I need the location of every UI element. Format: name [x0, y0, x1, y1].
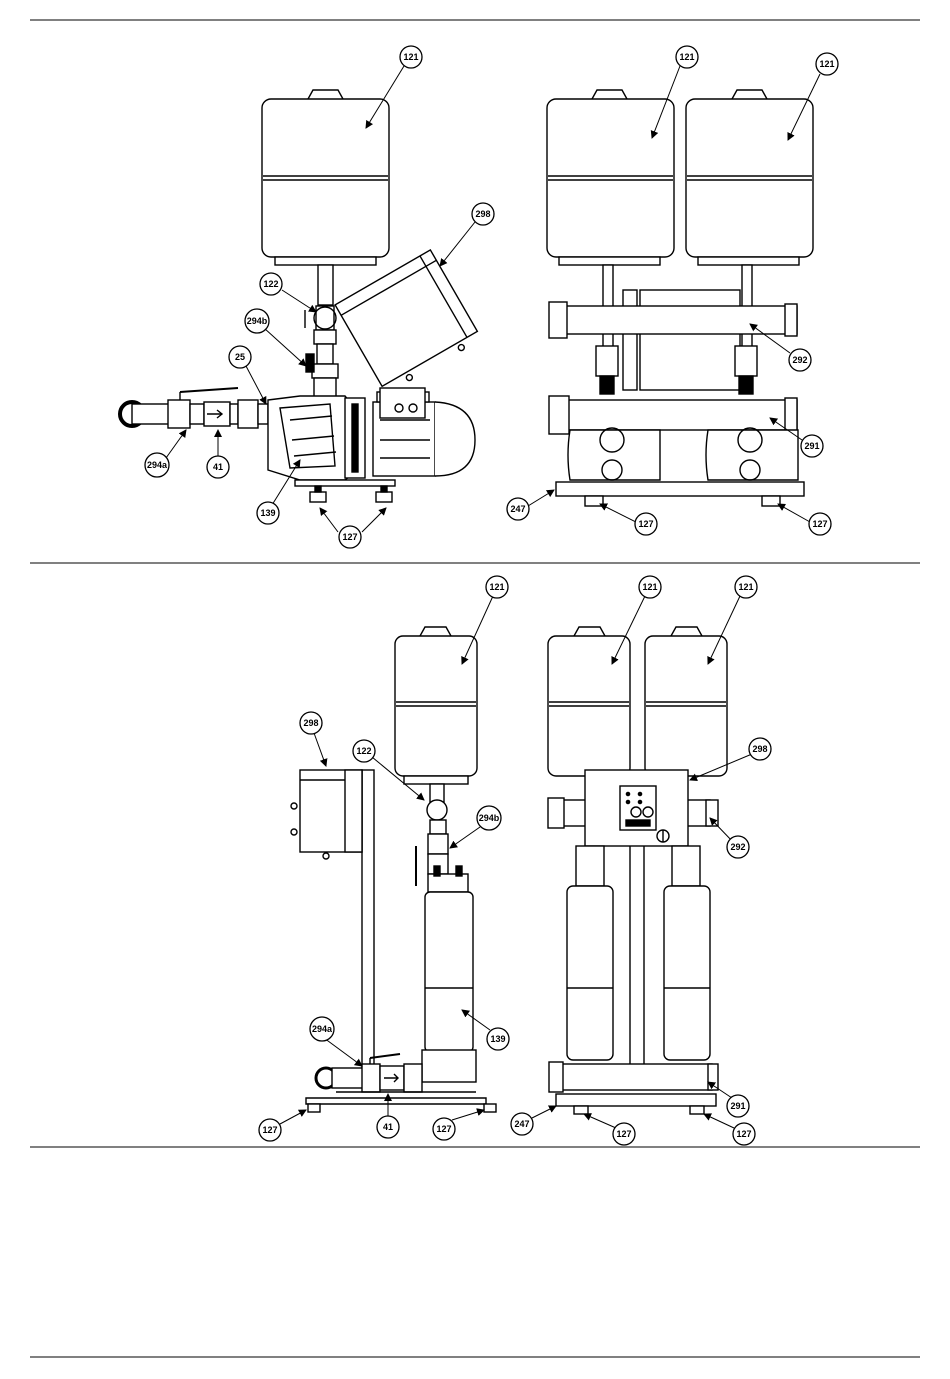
label-291-a: 291 — [804, 441, 819, 451]
label-298-a: 298 — [475, 209, 490, 219]
label-139-a: 139 — [260, 508, 275, 518]
label-298-left-b: 298 — [303, 718, 318, 728]
label-121-mid-a: 121 — [679, 52, 694, 62]
label-291-b: 291 — [730, 1101, 745, 1111]
label-247-b: 247 — [514, 1119, 529, 1129]
label-127-right-a: 127 — [812, 519, 827, 529]
label-121-left-a: 121 — [403, 52, 418, 62]
label-294a-b: 294a — [312, 1024, 333, 1034]
label-127-mid-b: 127 — [436, 1124, 451, 1134]
label-25-a: 25 — [235, 352, 245, 362]
label-41-b: 41 — [383, 1122, 393, 1132]
figure-a-twin-pump — [547, 90, 813, 506]
label-294a-a: 294a — [147, 460, 168, 470]
label-122-a: 122 — [263, 279, 278, 289]
label-121-right-b: 121 — [738, 582, 753, 592]
label-127-base2-b: 127 — [736, 1129, 751, 1139]
label-127-feet-a: 127 — [342, 532, 357, 542]
label-298-right-b: 298 — [752, 744, 767, 754]
label-121-left-b: 121 — [489, 582, 504, 592]
label-294b-a: 294b — [247, 316, 268, 326]
label-41-a: 41 — [213, 462, 223, 472]
label-121-right-a: 121 — [819, 59, 834, 69]
label-292-b: 292 — [730, 842, 745, 852]
figure-b-twin-pump — [548, 627, 727, 1114]
label-122-b: 122 — [356, 746, 371, 756]
label-127-base1-b: 127 — [616, 1129, 631, 1139]
label-121-mid-b: 121 — [642, 582, 657, 592]
label-139-b: 139 — [490, 1034, 505, 1044]
label-294b-b: 294b — [479, 813, 500, 823]
label-127-left-b: 127 — [262, 1125, 277, 1135]
label-292-a: 292 — [792, 355, 807, 365]
figure-a-single-pump — [120, 90, 482, 502]
label-127-mid-a: 127 — [638, 519, 653, 529]
label-247-a: 247 — [510, 504, 525, 514]
